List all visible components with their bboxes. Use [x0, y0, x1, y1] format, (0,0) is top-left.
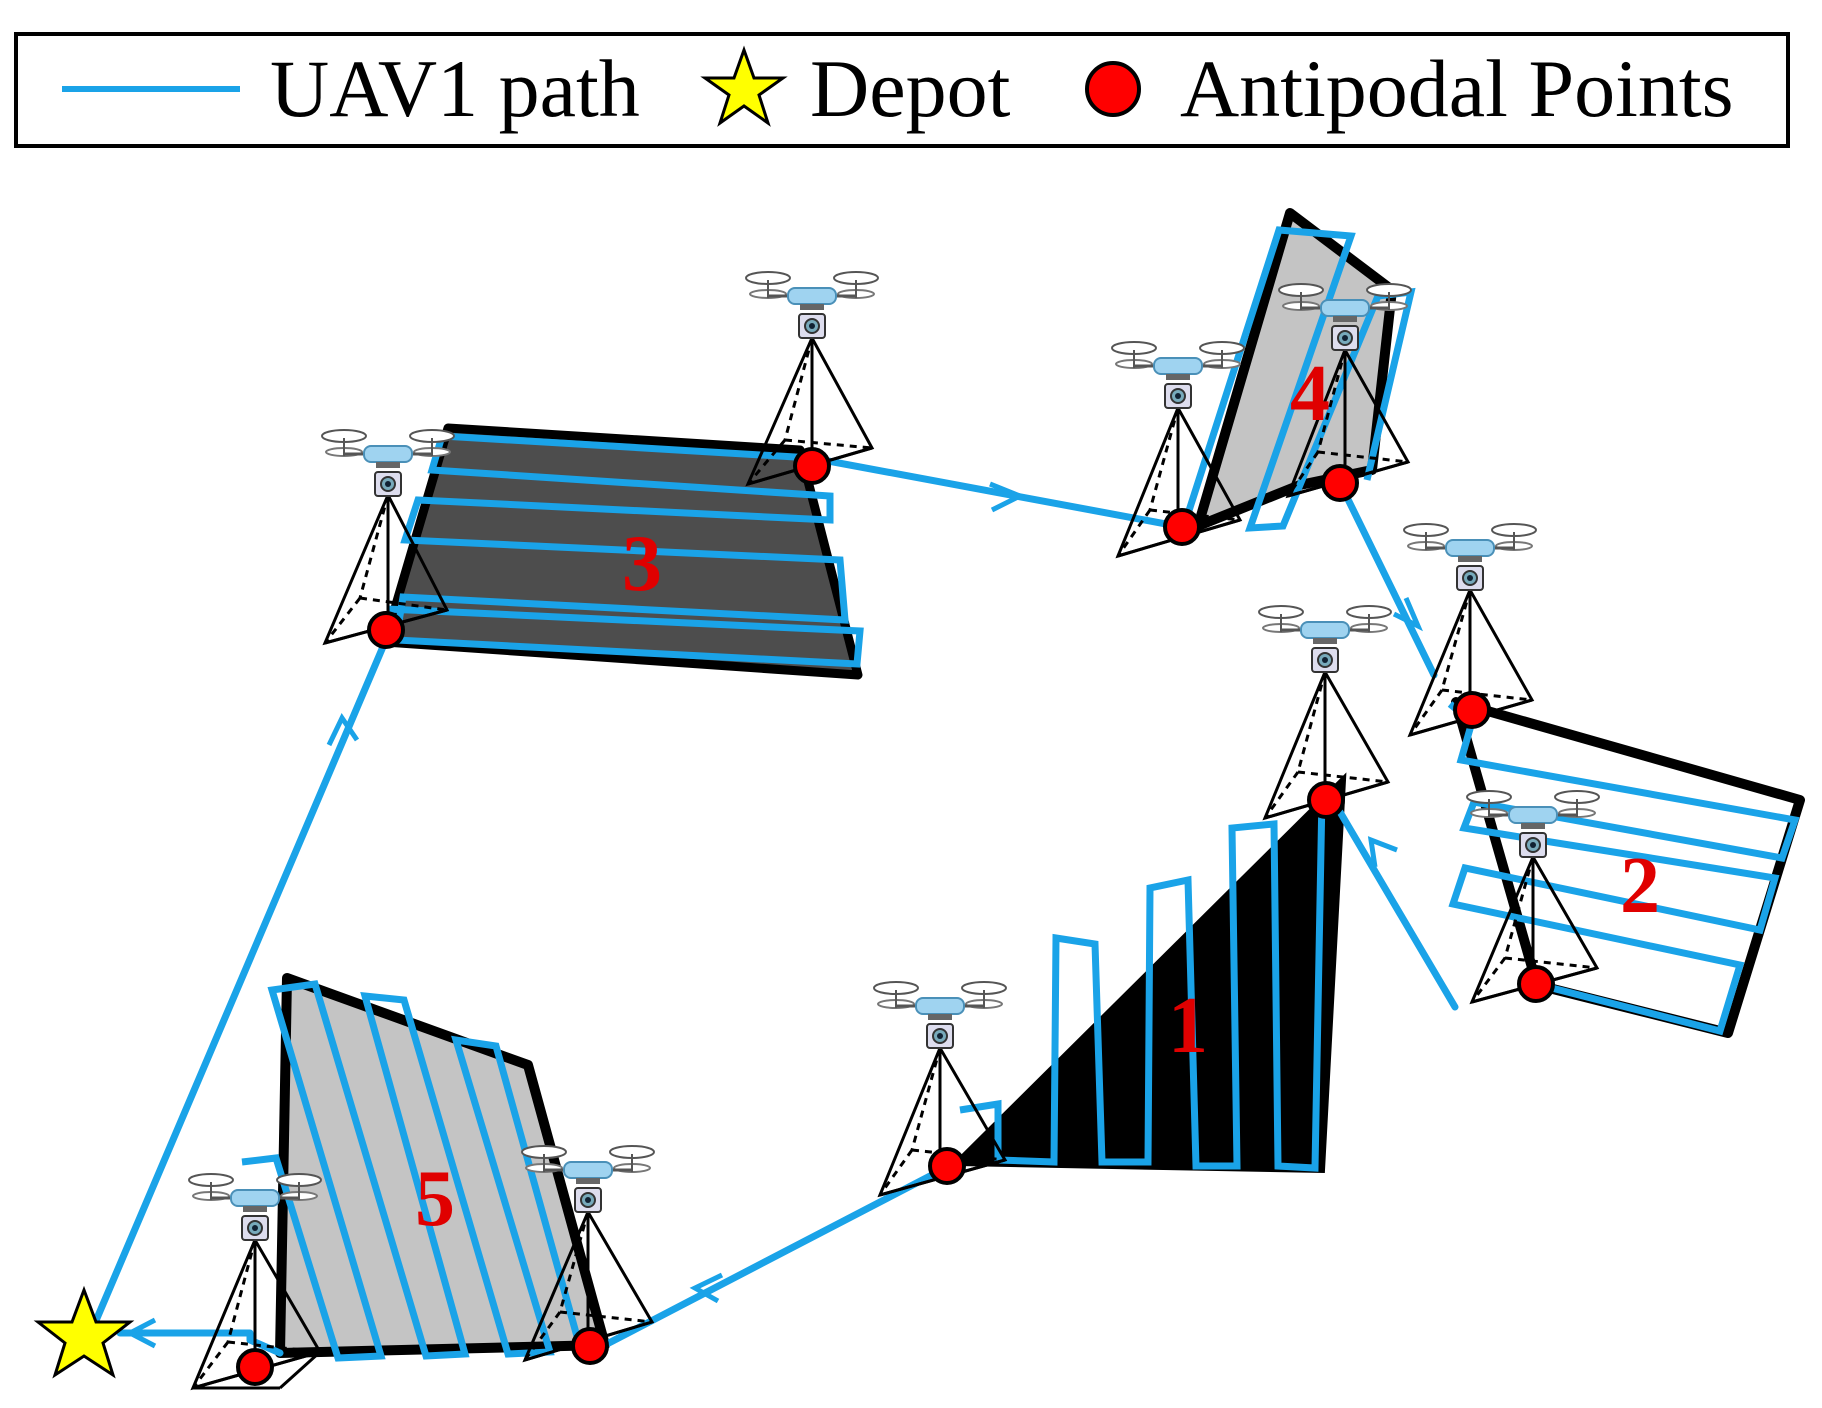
- red-circle-icon: [1085, 61, 1141, 117]
- antipodal-points: [236, 447, 1555, 1386]
- arrow-region3-to-4: [989, 481, 1027, 513]
- arrow-region2-to-1: [1367, 836, 1398, 868]
- region-label-1: 1: [1168, 982, 1208, 1070]
- antipodal-point: [1453, 691, 1491, 729]
- quadcopter-drone-icon: [1402, 522, 1538, 592]
- antipodal-point: [1163, 508, 1201, 546]
- legend-antipodal-label: Antipodal Points: [1180, 43, 1734, 134]
- antipodal-point: [236, 1348, 274, 1386]
- region-3: [380, 423, 864, 680]
- region-label-5: 5: [415, 1155, 455, 1243]
- antipodal-point: [1517, 965, 1555, 1003]
- antipodal-point: [367, 611, 405, 649]
- quadcopter-drone-icon: [872, 980, 1008, 1050]
- antipodal-point: [1321, 464, 1359, 502]
- legend-depot-label: Depot: [810, 43, 1011, 134]
- legend: UAV1 path Depot Antipodal Points: [14, 32, 1790, 148]
- arrow-region1-to-5: [689, 1272, 724, 1304]
- arrow-to-depot: [124, 1317, 157, 1349]
- legend-path-label: UAV1 path: [270, 43, 640, 134]
- region-label-4: 4: [1290, 350, 1330, 438]
- region-2: [1447, 697, 1805, 1038]
- uav1-path: [88, 454, 1459, 1357]
- region-3-sweep: [386, 432, 864, 668]
- quadcopter-drone-icon: [1257, 604, 1393, 674]
- antipodal-point: [571, 1327, 609, 1365]
- path-arrows: [124, 481, 1423, 1349]
- depot-star-icon: [33, 1285, 135, 1379]
- region-label-3: 3: [622, 520, 662, 608]
- antipodal-point: [793, 447, 831, 485]
- region-label-2: 2: [1620, 842, 1660, 930]
- arrow-up-left-leg: [326, 713, 360, 747]
- antipodal-point: [1307, 781, 1345, 819]
- antipodal-point: [928, 1147, 966, 1185]
- region-5-sweep: [241, 980, 582, 1362]
- region-1: [949, 772, 1347, 1174]
- arrow-region4-to-2: [1392, 597, 1423, 632]
- region-2-sweep: [1447, 701, 1800, 1036]
- star-icon: [700, 45, 788, 127]
- quadcopter-drone-icon: [744, 270, 880, 340]
- region-1-sweep: [959, 787, 1332, 1172]
